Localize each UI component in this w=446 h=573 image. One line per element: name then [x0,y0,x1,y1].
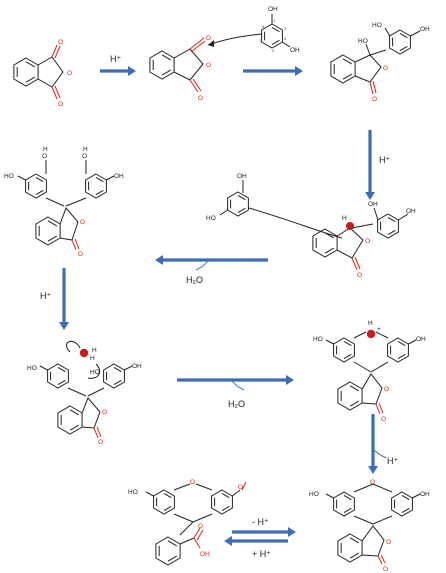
activated-anhydride: O O O [149,33,263,102]
oxygen-atom: O [190,479,195,486]
hydroxyl-label: HO [206,215,216,222]
oxygen-atom: O [386,539,391,546]
water-label: H₂O [186,275,203,285]
hydroxyl-label: HO [128,489,138,496]
fluorescein-lactone: O HO OH O O [309,479,430,573]
hydrogen-label: H [92,347,97,354]
hydroxyl-label: HO [90,369,100,376]
oxygen-atom: O [206,62,211,69]
oxygen-atom: O [102,409,107,416]
ring-position-4: 4 [272,48,275,53]
oxygen-atom: O [78,251,83,258]
hydroxyl-label: HO [4,173,14,180]
hydroxyl-label: OH [420,491,430,498]
oxygen-atom: O [238,484,243,491]
arrow-cyclization-right: H₂O [177,375,294,409]
hydrogen-label: H [90,355,95,362]
charge-label: + [377,326,381,333]
hydrogen-label: H [342,215,347,222]
fluorescein-open-acid: O HO O O OH [128,479,247,566]
oxygen-atom: O [357,272,362,279]
hydroxyl-label: OH [290,47,300,54]
oxonium-center [79,348,89,358]
hydroxyl-label: OH [416,336,426,343]
oxygen-atom: O [383,566,388,573]
oxygen-atom: O [198,95,203,102]
hydroxyl-label: HO [372,22,382,29]
oxygen-atom: O [98,439,103,446]
hydroxyl-label: OH [200,551,210,558]
h-plus-label: H⁺ [379,155,390,165]
protonated-diaryl-intermediate: HO OH H H HO O O [27,340,142,446]
oxygen-atom: O [67,70,72,77]
hydroxyl-label: OH [132,363,142,370]
oxygen-atom: O [384,386,389,393]
oxygen-atom: O [198,523,203,530]
hydroxyl-label: OH [406,208,416,215]
hydroxyl-label: OH [268,6,278,13]
minus-h-plus-label: - H⁺ [252,517,269,527]
oxygen-atom: O [383,65,388,72]
ring-position-2: 2 [284,26,287,31]
h-plus-label: H⁺ [110,54,121,64]
water-label: H₂O [228,399,245,409]
oxygen-atom: O [381,416,386,423]
arrow-dehydration-down: H⁺ [365,130,390,200]
hydroxyl-label: OH [368,201,378,208]
equilibrium-arrows: - H⁺ + H⁺ [224,517,296,559]
diaryl-phthalide: HO O H O H OH O O [4,146,124,258]
oxygen-atom: O [80,219,85,226]
oxygen-atom: O [365,238,370,245]
oxygen-atom: O [58,39,63,46]
arrow-protonation-1: H⁺ [100,54,136,76]
oxygen-atom: O [206,35,211,42]
hydroxyl-label: O [42,153,47,160]
hydroxyl-label: OH [237,173,247,180]
carbocation-intermediate: O O H OH OH [312,201,416,279]
hydroxyl-label: O [82,153,87,160]
arrow-protonation-down: H⁺ [40,268,69,330]
plus-h-plus-label: + H⁺ [252,549,271,559]
hydroxyl-label: HO [309,491,319,498]
h-plus-label: H⁺ [40,291,51,301]
oxygen-atom: O [370,479,375,486]
hydrogen-label: H [83,146,88,153]
hydrogen-label: H [43,146,48,153]
h-plus-label: H⁺ [387,456,398,466]
oxygen-atom: O [372,96,377,103]
xanthenium-cation: H + HO OH O O [313,320,426,423]
resorcinol: OH HO [206,173,343,239]
cation-center [346,222,354,230]
monoaryl-phthalide: O O HO HO OH [330,22,430,103]
hydroxyl-label: OH [420,26,430,33]
arrow-addition [243,66,303,76]
hydroxyl-label: HO [358,38,368,45]
oxygen-atom: O [58,101,63,108]
ring-position-5: 5 [260,38,263,43]
phthalic-anhydride: O O O [13,39,72,108]
ring-position-6: 6 [262,24,265,29]
ring-position-1: 1 [273,18,276,23]
hydroxyl-label: HO [27,365,37,372]
hydroxyl-label: HO [313,336,323,343]
oxonium-center [366,329,376,339]
resorcinol-numbered: OH OH 6 1 2 3 4 5 [260,6,300,54]
ring-position-3: 3 [284,36,287,41]
arrow-deprotonation-down: H⁺ [368,414,398,474]
hydrogen-label: H [368,320,373,327]
hydroxyl-label: OH [114,173,124,180]
arrow-condensation-left: H₂O [155,255,268,285]
